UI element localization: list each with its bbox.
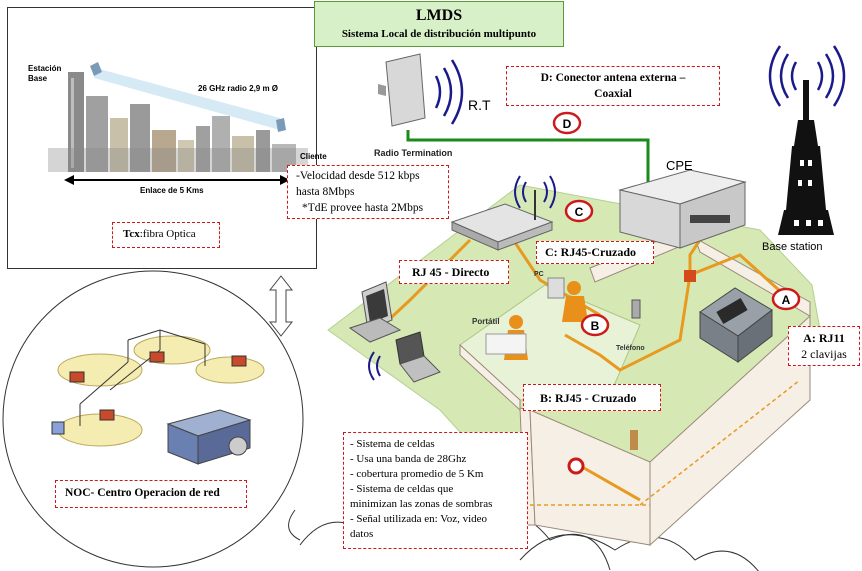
conector-d-line-2: Coaxial bbox=[594, 88, 632, 100]
rj45-cruzado-b-box: B: RJ45 - Cruzado bbox=[523, 384, 661, 411]
wall-cable bbox=[530, 379, 801, 506]
antenna-client-icon bbox=[276, 118, 286, 132]
radio-label: 26 GHz radio 2,9 m Ø bbox=[198, 84, 279, 93]
feature-item: minimizan las zonas de sombras bbox=[350, 498, 493, 510]
junction-box bbox=[684, 270, 696, 282]
velocidad-box: -Velocidad desde 512 kbps hasta 8Mbps *T… bbox=[287, 165, 449, 219]
laptop-icon bbox=[395, 331, 441, 383]
circle-letter-b: B bbox=[580, 313, 610, 337]
rj45-cruzado-c-label: C: RJ45-Cruzado bbox=[545, 245, 636, 259]
person-portatil-icon bbox=[485, 315, 528, 360]
feature-item: - Señal utilizada en: Voz, video bbox=[350, 513, 488, 525]
city-illustration bbox=[48, 62, 308, 185]
small-phone-icon bbox=[631, 299, 641, 319]
person-pc-icon bbox=[547, 277, 588, 322]
router-signal-icon bbox=[514, 175, 556, 209]
rt-label: R.T bbox=[468, 97, 491, 113]
velocidad-line-1: -Velocidad desde 512 kbps bbox=[296, 170, 420, 182]
feature-item: - Sistema de celdas bbox=[350, 438, 435, 450]
base-station-signal-icon bbox=[768, 45, 846, 107]
telephone-icon bbox=[699, 287, 773, 364]
room-label-pc: PC bbox=[534, 271, 544, 278]
tcx-label: Tcx bbox=[123, 228, 140, 240]
velocidad-line-3: *TdE provee hasta 2Mbps bbox=[302, 202, 424, 214]
estacion-base-label: Estación Base bbox=[28, 64, 62, 83]
conector-d-line-1: D: Conector antena externa – bbox=[540, 72, 686, 84]
rj45-directo-box: RJ 45 - Directo bbox=[399, 260, 509, 284]
wall-socket-icon bbox=[567, 457, 585, 475]
noc-label: NOC- Centro Operacion de red bbox=[65, 487, 220, 499]
base-station-label: Base station bbox=[762, 241, 823, 253]
feature-item: - Usa una banda de 28Ghz bbox=[350, 453, 467, 465]
circle-letter-d-text: D bbox=[563, 117, 572, 131]
rj45-directo-label: RJ 45 - Directo bbox=[412, 265, 490, 279]
title-box: LMDS Sistema Local de distribución multi… bbox=[314, 1, 564, 47]
cliente-label: Cliente bbox=[300, 152, 327, 161]
rt-signal-icon bbox=[434, 59, 464, 125]
laptop-signal-icon bbox=[368, 351, 381, 381]
rj11-line-1: A: RJ11 bbox=[803, 331, 845, 345]
circle-letter-b-text: B bbox=[591, 319, 600, 333]
cpe-device-icon bbox=[618, 169, 747, 249]
feature-item: - cobertura promedio de 5 Km bbox=[350, 468, 484, 480]
circle-letter-a-text: A bbox=[782, 293, 791, 307]
enlace-label: Enlace de 5 Kms bbox=[140, 186, 204, 195]
room-label-portatil: Portátil bbox=[472, 317, 500, 326]
tcx-box: Tcx:fibra Optica bbox=[112, 222, 220, 248]
circle-letter-c-text: C bbox=[575, 205, 584, 219]
circle-letter-d: D bbox=[552, 111, 582, 135]
tcx-value: :fibra Optica bbox=[139, 228, 196, 240]
conector-d-box: D: Conector antena externa – Coaxial bbox=[506, 66, 720, 106]
router-icon bbox=[450, 190, 554, 251]
features-box: - Sistema de celdas - Usa una banda de 2… bbox=[343, 432, 528, 549]
circle-letter-a: A bbox=[771, 287, 801, 311]
noc-circle bbox=[2, 270, 304, 568]
noc-cells-illustration bbox=[51, 329, 265, 465]
door-handle bbox=[630, 430, 638, 450]
velocidad-line-2: hasta 8Mbps bbox=[296, 186, 355, 198]
base-station-tower-icon bbox=[778, 80, 834, 235]
cpe-label: CPE bbox=[666, 158, 693, 173]
skyline bbox=[48, 72, 308, 172]
rj11-line-2: 2 clavijas bbox=[801, 347, 847, 361]
room-label-telefono: Teléfono bbox=[616, 345, 645, 352]
rt-antenna-icon bbox=[378, 53, 426, 127]
page-subtitle: Sistema Local de distribución multipunto bbox=[341, 28, 537, 40]
radio-beam bbox=[94, 68, 280, 130]
rj11-box: A: RJ11 2 clavijas bbox=[788, 326, 860, 366]
rj45-cruzado-b-label: B: RJ45 - Cruzado bbox=[540, 391, 637, 405]
rt-caption: Radio Termination bbox=[374, 148, 452, 158]
rj45-cruzado-c-box: C: RJ45-Cruzado bbox=[536, 241, 654, 264]
antenna-base-icon bbox=[90, 62, 102, 76]
feature-item: datos bbox=[350, 528, 374, 540]
pc-icon bbox=[348, 281, 402, 343]
page-title: LMDS bbox=[415, 7, 463, 24]
city-panel: Estación Base 26 GHz radio 2,9 m Ø Clien… bbox=[7, 7, 327, 269]
feature-item: - Sistema de celdas que bbox=[350, 483, 454, 495]
circle-letter-c: C bbox=[564, 199, 594, 223]
noc-box: NOC- Centro Operacion de red bbox=[55, 480, 247, 508]
vertical-double-arrow bbox=[268, 275, 294, 337]
